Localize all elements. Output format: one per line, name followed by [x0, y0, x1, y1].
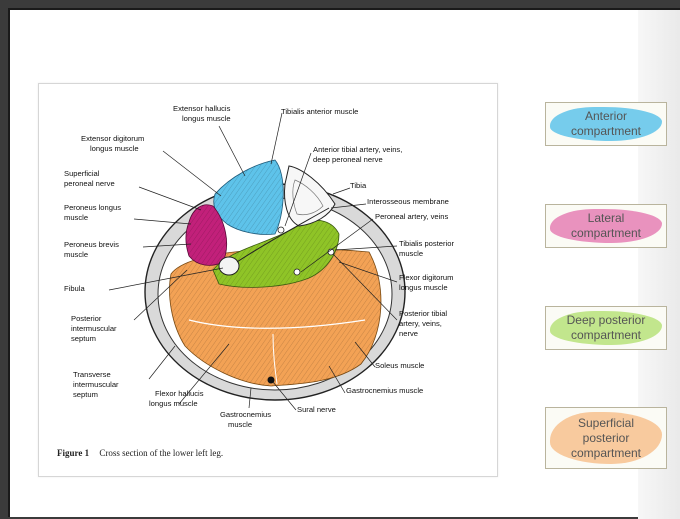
label-transverse-septum-3: septum: [73, 390, 98, 399]
label-extensor-hallucis-1: Extensor hallucis: [173, 104, 231, 113]
label-tibialis-posterior-1: Tibialis posterior: [399, 239, 454, 248]
label-anterior-tibial-1: Anterior tibial artery, veins,: [313, 145, 402, 154]
label-posterior-septum-1: Posterior: [71, 314, 102, 323]
legend-superficial-line1: Superficial: [571, 416, 641, 431]
slide-canvas: Extensor hallucis longus muscle Tibialis…: [8, 8, 680, 517]
label-peroneus-brevis-2: muscle: [64, 250, 88, 259]
legend-superficial-line2: posterior: [571, 431, 641, 446]
label-posterior-tibial-3: nerve: [399, 329, 418, 338]
label-extensor-digitorum-2: longus muscle: [90, 144, 139, 153]
figure-caption: Figure 1 Cross section of the lower left…: [57, 448, 223, 458]
label-extensor-hallucis-2: longus muscle: [182, 114, 231, 123]
legend-deep-posterior-compartment: Deep posterior compartment: [545, 306, 667, 350]
label-flexor-hallucis-1: Flexor hallucis: [155, 389, 204, 398]
label-superficial-peroneal-2: peroneal nerve: [64, 179, 115, 188]
label-peroneal-artery: Peroneal artery, veins: [375, 212, 449, 221]
label-peroneus-brevis-1: Peroneus brevis: [64, 240, 119, 249]
label-posterior-septum-2: intermuscular: [71, 324, 117, 333]
label-transverse-septum-1: Transverse: [73, 370, 111, 379]
legend-lateral-line1: Lateral: [571, 211, 641, 226]
label-tibia: Tibia: [350, 181, 367, 190]
legend-deep-posterior-line1: Deep posterior: [567, 313, 646, 328]
label-gastrocnemius-bottom-1: Gastrocnemius: [220, 410, 271, 419]
label-posterior-tibial-2: artery, veins,: [399, 319, 442, 328]
label-flexor-hallucis-2: longus muscle: [149, 399, 198, 408]
figure-caption-text: Cross section of the lower left leg.: [99, 448, 223, 458]
label-flexor-digitorum-2: longus muscle: [399, 283, 448, 292]
anterior-tibial-vessel: [278, 227, 284, 233]
legend-lateral-line2: compartment: [571, 226, 641, 241]
label-posterior-septum-3: septum: [71, 334, 96, 343]
label-peroneus-longus-1: Peroneus longus: [64, 203, 121, 212]
fibula-bone: [219, 257, 239, 275]
peroneal-vessel: [294, 269, 300, 275]
label-posterior-tibial-1: Posterior tibial: [399, 309, 447, 318]
legend-anterior-line1: Anterior: [571, 109, 641, 124]
label-superficial-peroneal-1: Superficial: [64, 169, 100, 178]
label-transverse-septum-2: intermuscular: [73, 380, 119, 389]
label-sural-nerve: Sural nerve: [297, 405, 336, 414]
legend-anterior-compartment: Anterior compartment: [545, 102, 667, 146]
legend-superficial-posterior-compartment: Superficial posterior compartment: [545, 407, 667, 469]
legend-superficial-line3: compartment: [571, 446, 641, 461]
label-peroneus-longus-2: muscle: [64, 213, 88, 222]
label-gastrocnemius-right: Gastrocnemius muscle: [346, 386, 423, 395]
legend-anterior-line2: compartment: [571, 124, 641, 139]
label-tibialis-anterior: Tibialis anterior muscle: [281, 107, 358, 116]
label-anterior-tibial-2: deep peroneal nerve: [313, 155, 383, 164]
label-tibialis-posterior-2: muscle: [399, 249, 423, 258]
legend-deep-posterior-line2: compartment: [567, 328, 646, 343]
figure-caption-label: Figure 1: [57, 448, 89, 458]
legend-lateral-compartment: Lateral compartment: [545, 204, 667, 248]
label-soleus: Soleus muscle: [375, 361, 424, 370]
leg-cross-section-diagram: Extensor hallucis longus muscle Tibialis…: [39, 84, 497, 476]
label-fibula: Fibula: [64, 284, 85, 293]
figure-card: Extensor hallucis longus muscle Tibialis…: [38, 83, 498, 477]
label-flexor-digitorum-1: Flexor digitorum: [399, 273, 453, 282]
label-extensor-digitorum-1: Extensor digitorum: [81, 134, 144, 143]
label-interosseous: Interosseous membrane: [367, 197, 449, 206]
label-gastrocnemius-bottom-2: muscle: [228, 420, 252, 429]
